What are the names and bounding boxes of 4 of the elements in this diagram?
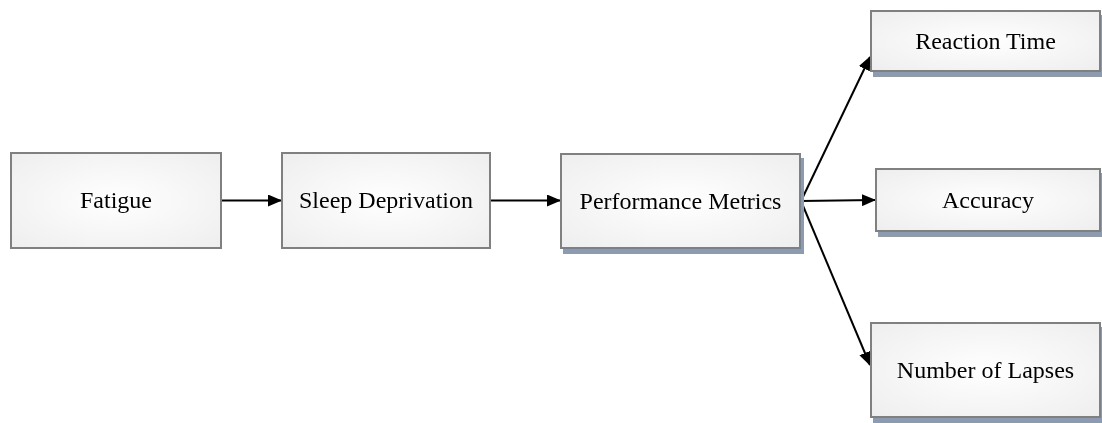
arrow bbox=[221, 194, 282, 207]
process-box: Sleep Deprivation bbox=[281, 152, 491, 249]
arrow bbox=[490, 194, 561, 207]
process-box: Fatigue bbox=[10, 152, 222, 249]
